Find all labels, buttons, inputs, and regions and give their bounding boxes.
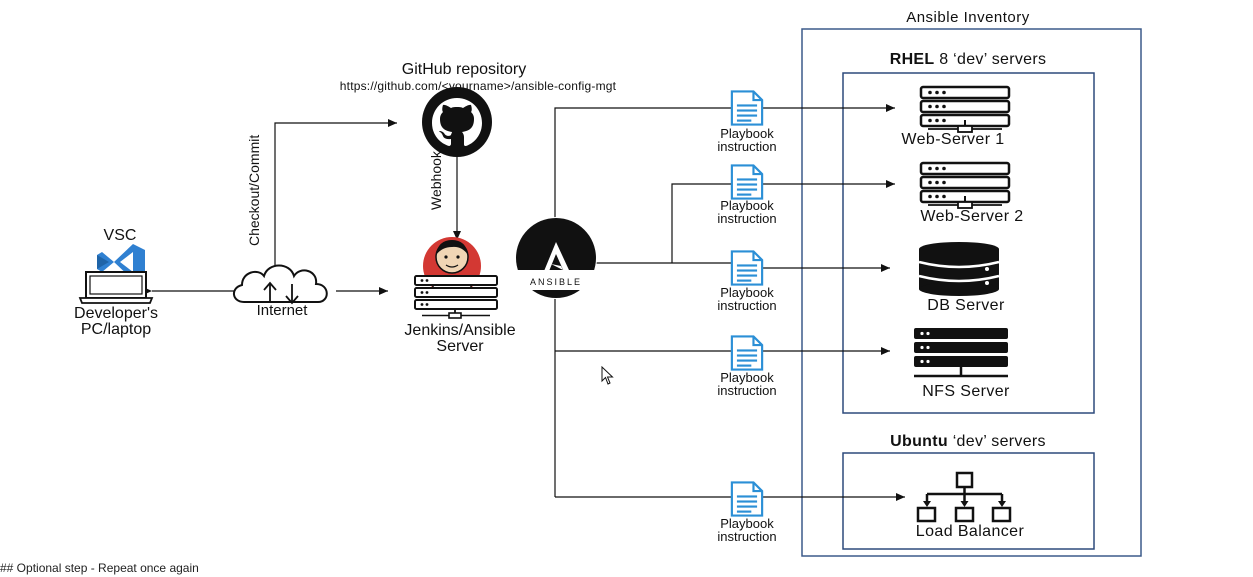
web-server-1-label: Web-Server 1 bbox=[901, 131, 1005, 148]
web-server-2-label: Web-Server 2 bbox=[920, 208, 1024, 225]
playbook-line1: Playbook bbox=[720, 370, 774, 385]
jenkins-label-line2: Server bbox=[436, 338, 484, 355]
ubuntu-group-desc: ‘dev’ servers bbox=[947, 433, 1046, 450]
playbook-doc-icon bbox=[730, 164, 764, 200]
playbook-doc-icon bbox=[730, 481, 764, 517]
jenkins-label-line1: Jenkins/Ansible bbox=[404, 322, 516, 339]
arrow-to-web-server-1 bbox=[554, 104, 895, 230]
rhel-group-desc: 8 ‘dev’ servers bbox=[934, 51, 1047, 68]
load-balancer-label: Load Balancer bbox=[915, 523, 1025, 540]
internet-label: Internet bbox=[256, 302, 308, 319]
developer-label-line2: PC/laptop bbox=[80, 321, 152, 338]
playbook-line1: Playbook bbox=[720, 285, 774, 300]
footer-note: ## Optional step - Repeat once again bbox=[0, 561, 199, 575]
mouse-cursor-icon bbox=[601, 366, 614, 385]
inventory-title: Ansible Inventory bbox=[906, 9, 1030, 26]
laptop-icon bbox=[78, 271, 154, 304]
playbook-line2: instruction bbox=[717, 383, 777, 398]
playbook-line1: Playbook bbox=[720, 126, 774, 141]
arrow-to-web-server-2 bbox=[671, 180, 895, 263]
internet-cloud-icon bbox=[233, 264, 328, 305]
db-server-label: DB Server bbox=[927, 297, 1005, 314]
github-title: GitHub repository bbox=[401, 61, 527, 78]
playbook-line2: instruction bbox=[717, 211, 777, 226]
playbook-line2: instruction bbox=[717, 529, 777, 544]
playbook-line1: Playbook bbox=[720, 198, 774, 213]
playbook-doc-icon bbox=[730, 90, 764, 126]
database-icon bbox=[918, 242, 1000, 296]
github-url: https://github.com/<yourname>/ansible-co… bbox=[339, 79, 617, 93]
ubuntu-group-os: Ubuntu bbox=[890, 433, 948, 450]
developer-label-line1: Developer's bbox=[74, 305, 158, 322]
playbook-line2: instruction bbox=[717, 139, 777, 154]
ansible-inventory-box bbox=[801, 28, 1142, 557]
nfs-storage-icon bbox=[914, 328, 1008, 378]
checkout-commit-arrow bbox=[274, 119, 397, 283]
checkout-commit-label: Checkout/Commit bbox=[246, 134, 262, 246]
vsc-label: VSC bbox=[103, 227, 137, 244]
ubuntu-group-title: Ubuntu ‘dev’ servers bbox=[890, 434, 1046, 450]
load-balancer-arrowheads bbox=[923, 501, 1006, 507]
playbook-doc-icon bbox=[730, 335, 764, 371]
playbook-line1: Playbook bbox=[720, 516, 774, 531]
jenkins-server-icon bbox=[414, 237, 498, 319]
playbook-doc-icon bbox=[730, 250, 764, 286]
ansible-logo-icon bbox=[505, 217, 607, 299]
nfs-server-label: NFS Server bbox=[922, 383, 1010, 400]
rhel-group-title: RHEL 8 ‘dev’ servers bbox=[890, 52, 1047, 68]
arrow-to-db-server bbox=[672, 262, 890, 272]
server-rack-icon bbox=[919, 85, 1011, 133]
github-logo-icon bbox=[422, 87, 492, 157]
playbook-line2: instruction bbox=[717, 298, 777, 313]
server-rack-icon bbox=[919, 161, 1011, 209]
rhel-group-os: RHEL bbox=[889, 51, 935, 68]
rhel-group-box bbox=[842, 72, 1095, 414]
ubuntu-group-box bbox=[842, 452, 1095, 550]
ansible-wordmark: ANSIBLE bbox=[529, 277, 583, 287]
load-balancer-icon bbox=[916, 471, 1012, 523]
webhook-label: Webhook bbox=[428, 151, 444, 210]
